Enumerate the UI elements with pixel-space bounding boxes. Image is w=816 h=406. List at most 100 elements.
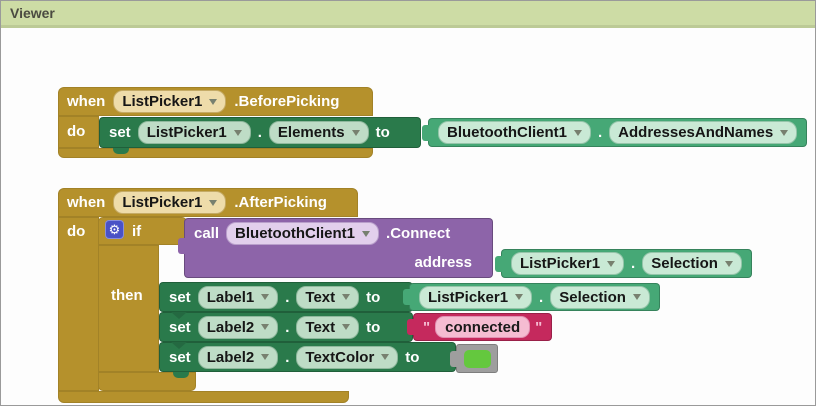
component-dropdown[interactable]: Label2 — [197, 315, 279, 339]
dot-separator: . — [539, 288, 544, 306]
component-dropdown[interactable]: BluetoothClient1 — [438, 121, 591, 144]
dropdown-arrow-icon — [209, 98, 218, 105]
event-block-left-arm[interactable] — [58, 217, 99, 391]
dot-separator: . — [631, 255, 636, 272]
to-label: to — [405, 348, 420, 366]
property-dropdown[interactable]: Text — [296, 315, 360, 339]
dropdown-arrow-icon — [632, 294, 641, 300]
string-field[interactable]: connected — [435, 316, 531, 338]
mutator-gear-icon[interactable]: ⚙ — [105, 220, 124, 239]
dropdown-arrow-icon — [780, 129, 789, 136]
string-field-value: connected — [445, 318, 521, 336]
getter-block-listpicker-selection[interactable]: ListPicker1 . Selection — [495, 249, 752, 278]
value-plug — [422, 124, 430, 141]
component-dropdown-value: ListPicker1 — [122, 194, 203, 211]
property-dropdown-value: Selection — [651, 255, 718, 272]
property-dropdown-value: Selection — [559, 288, 626, 306]
value-plug — [450, 350, 458, 367]
dot-separator: . — [285, 348, 290, 366]
component-dropdown[interactable]: Label2 — [197, 345, 279, 369]
dropdown-arrow-icon — [515, 294, 524, 300]
close-quote: " — [535, 318, 543, 336]
value-plug — [407, 319, 415, 335]
property-dropdown[interactable]: TextColor — [296, 345, 399, 369]
property-dropdown[interactable]: AddressesAndNames — [609, 121, 798, 144]
property-dropdown[interactable]: Elements — [268, 121, 369, 144]
set-block-label2-text[interactable]: set Label2 . Text to — [159, 312, 413, 342]
set-block-listpicker-elements[interactable]: set ListPicker1 . Elements to — [99, 117, 421, 148]
property-dropdown[interactable]: Selection — [642, 252, 742, 275]
event-name-label: .AfterPicking — [234, 194, 327, 211]
component-dropdown[interactable]: BluetoothClient1 — [226, 222, 380, 245]
component-dropdown-value: BluetoothClient1 — [447, 124, 567, 141]
dropdown-arrow-icon — [362, 230, 371, 237]
do-label: do — [67, 223, 86, 240]
property-dropdown-value: AddressesAndNames — [618, 124, 774, 141]
component-dropdown-value: ListPicker1 — [520, 255, 601, 272]
set-block-label2-textcolor[interactable]: set Label2 . TextColor to — [159, 342, 456, 372]
property-dropdown-value: TextColor — [305, 348, 375, 366]
color-block-green[interactable] — [450, 344, 498, 373]
event-block-left-arm[interactable] — [58, 116, 99, 148]
dot-separator: . — [598, 124, 603, 141]
dropdown-arrow-icon — [724, 260, 733, 267]
component-dropdown[interactable]: ListPicker1 — [419, 285, 533, 309]
value-plug — [178, 238, 186, 254]
property-dropdown[interactable]: Text — [296, 285, 360, 309]
when-label: when — [67, 194, 106, 211]
event-name-label: .BeforePicking — [234, 93, 340, 110]
if-block-left-arm[interactable] — [98, 245, 159, 372]
if-label: if — [132, 223, 142, 240]
to-label: to — [366, 318, 381, 336]
dropdown-arrow-icon — [574, 129, 582, 136]
text-string-block-connected[interactable]: " connected " — [407, 313, 553, 341]
getter-block-listpicker-selection[interactable]: ListPicker1 . Selection — [403, 283, 660, 311]
component-dropdown[interactable]: ListPicker1 — [113, 90, 227, 113]
address-arg-label: address — [414, 254, 472, 271]
component-dropdown-value: Label1 — [206, 288, 255, 306]
component-dropdown-value: Label2 — [206, 318, 255, 336]
stack-notch — [113, 148, 129, 154]
dropdown-arrow-icon — [261, 354, 270, 360]
dropdown-arrow-icon — [261, 294, 270, 300]
set-label: set — [169, 348, 191, 366]
event-block-afterpicking[interactable]: when ListPicker1 .AfterPicking — [58, 188, 358, 217]
dot-separator: . — [285, 318, 290, 336]
dropdown-arrow-icon — [209, 199, 218, 206]
component-dropdown[interactable]: ListPicker1 — [137, 121, 251, 144]
component-dropdown-value: ListPicker1 — [428, 288, 509, 306]
viewer-title: Viewer — [10, 5, 55, 21]
set-label: set — [169, 288, 191, 306]
viewer-header: Viewer — [1, 1, 815, 28]
dot-separator: . — [257, 124, 262, 141]
call-row: call BluetoothClient1 .Connect — [185, 219, 492, 248]
getter-block-bluetooth-addresses[interactable]: BluetoothClient1 . AddressesAndNames — [422, 118, 808, 147]
color-swatch[interactable] — [463, 349, 491, 368]
call-label: call — [194, 225, 220, 242]
value-plug — [495, 255, 503, 272]
component-dropdown[interactable]: ListPicker1 — [511, 252, 625, 275]
open-quote: " — [423, 318, 431, 336]
dropdown-arrow-icon — [351, 129, 360, 136]
blocks-canvas[interactable]: when ListPicker1 .BeforePicking do set L… — [1, 31, 815, 405]
dropdown-arrow-icon — [607, 260, 616, 267]
call-block-bluetooth-connect[interactable]: call BluetoothClient1 .Connect address — [178, 218, 493, 278]
property-dropdown-value: Text — [305, 318, 336, 336]
arg-row: address — [185, 248, 492, 277]
component-dropdown[interactable]: Label1 — [197, 285, 279, 309]
dropdown-arrow-icon — [342, 324, 351, 330]
stack-notch — [171, 312, 187, 319]
event-block-bottom-bar[interactable] — [58, 148, 373, 158]
set-block-label1-text[interactable]: set Label1 . Text to — [159, 282, 413, 312]
to-label: to — [375, 124, 390, 141]
to-label: to — [366, 288, 381, 306]
component-dropdown-value: BluetoothClient1 — [235, 225, 356, 242]
dropdown-arrow-icon — [233, 129, 242, 136]
event-block-bottom-bar[interactable] — [58, 391, 349, 403]
if-block-bottom-bar[interactable] — [98, 372, 196, 391]
component-dropdown[interactable]: ListPicker1 — [113, 191, 227, 214]
property-dropdown-value: Elements — [277, 124, 345, 141]
property-dropdown[interactable]: Selection — [550, 285, 650, 309]
event-block-beforepicking[interactable]: when ListPicker1 .BeforePicking — [58, 87, 373, 116]
